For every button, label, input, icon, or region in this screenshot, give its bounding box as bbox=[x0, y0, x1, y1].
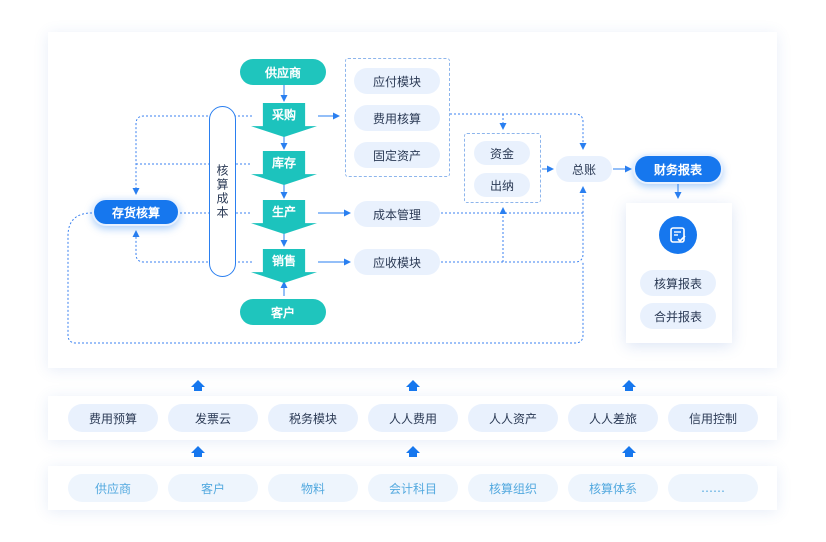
up-arrow-icon bbox=[191, 380, 205, 391]
general-ledger-node: 总账 bbox=[556, 156, 612, 182]
cost-management: 成本管理 bbox=[354, 201, 440, 227]
master-data-item[interactable]: 供应商 bbox=[68, 474, 158, 502]
payable-module: 应付模块 bbox=[354, 68, 440, 94]
up-arrow-icon bbox=[622, 446, 636, 457]
master-data-item[interactable]: 核算体系 bbox=[568, 474, 658, 502]
consolidated-report-item[interactable]: 合并报表 bbox=[640, 303, 716, 329]
inventory-accounting-node: 存货核算 bbox=[92, 198, 180, 226]
purchase-step: 采购 bbox=[251, 103, 317, 137]
cost-accounting-bar: 核算成本 bbox=[209, 106, 236, 277]
financial-report-node: 财务报表 bbox=[633, 154, 723, 184]
service-item[interactable]: 税务模块 bbox=[268, 404, 358, 432]
funds-node: 资金 bbox=[474, 141, 530, 165]
customer-node: 客户 bbox=[240, 299, 326, 325]
service-item[interactable]: 信用控制 bbox=[668, 404, 758, 432]
master-data-item[interactable]: 物料 bbox=[268, 474, 358, 502]
sales-step: 销售 bbox=[251, 249, 317, 283]
master-data-item[interactable]: …… bbox=[668, 474, 758, 502]
master-data-item[interactable]: 客户 bbox=[168, 474, 258, 502]
service-item[interactable]: 人人资产 bbox=[468, 404, 558, 432]
service-item[interactable]: 费用预算 bbox=[68, 404, 158, 432]
receivable-module: 应收模块 bbox=[354, 249, 440, 275]
inventory-step: 库存 bbox=[251, 151, 317, 185]
cashier-node: 出纳 bbox=[474, 173, 530, 197]
up-arrow-icon bbox=[191, 446, 205, 457]
purchase-label: 采购 bbox=[271, 108, 296, 122]
production-step: 生产 bbox=[251, 200, 317, 234]
up-arrow-icon bbox=[622, 380, 636, 391]
master-data-item[interactable]: 会计科目 bbox=[368, 474, 458, 502]
payable-group bbox=[345, 58, 450, 177]
service-item[interactable]: 人人差旅 bbox=[568, 404, 658, 432]
sales-label: 销售 bbox=[271, 254, 296, 268]
production-label: 生产 bbox=[271, 205, 296, 219]
fixed-assets: 固定资产 bbox=[354, 142, 440, 168]
service-item[interactable]: 人人费用 bbox=[368, 404, 458, 432]
accounting-report-item[interactable]: 核算报表 bbox=[640, 270, 716, 296]
inventory-label: 库存 bbox=[271, 156, 296, 170]
cost-accounting-label: 核算成本 bbox=[215, 163, 229, 220]
supplier-node: 供应商 bbox=[240, 59, 326, 85]
service-item[interactable]: 发票云 bbox=[168, 404, 258, 432]
up-arrow-icon bbox=[406, 446, 420, 457]
master-data-item[interactable]: 核算组织 bbox=[468, 474, 558, 502]
up-arrow-icon bbox=[406, 380, 420, 391]
expense-accounting: 费用核算 bbox=[354, 105, 440, 131]
funds-group bbox=[464, 133, 541, 203]
report-icon bbox=[659, 216, 697, 254]
